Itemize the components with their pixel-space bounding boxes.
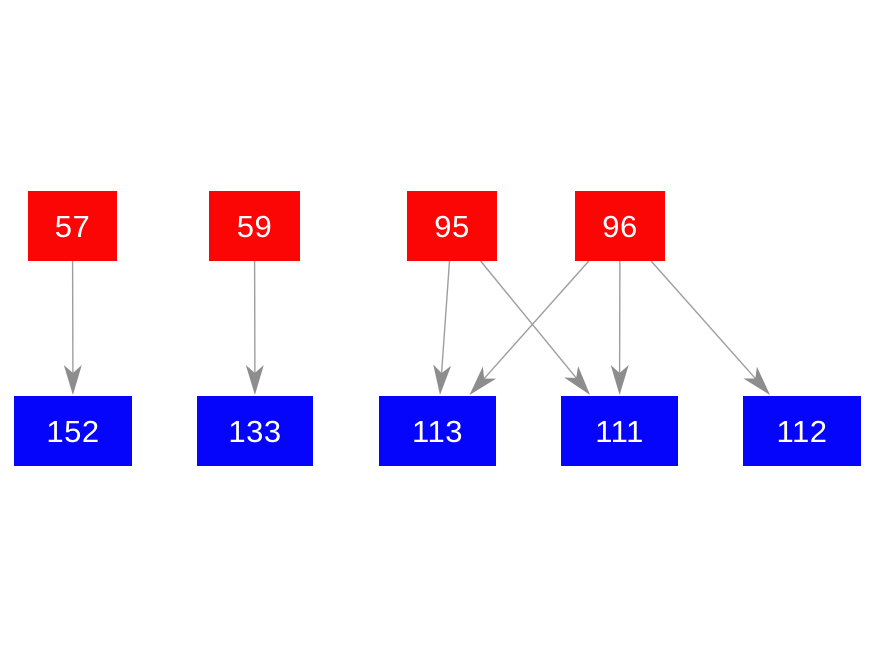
node-133: 133: [197, 396, 313, 466]
node-label: 57: [54, 208, 91, 244]
edge-95-to-113: [440, 260, 451, 375]
node-label: 113: [412, 413, 463, 449]
arrowhead-59-to-133: [245, 365, 264, 395]
node-label: 152: [46, 413, 100, 449]
node-label: 133: [228, 413, 282, 449]
node-57: 57: [28, 191, 117, 261]
arrowhead-96-to-113: [469, 366, 497, 395]
arrowhead-57-to-152: [63, 365, 82, 395]
node-112: 112: [743, 396, 861, 466]
node-59: 59: [209, 191, 300, 261]
node-label: 59: [236, 208, 273, 244]
node-111: 111: [561, 396, 678, 466]
edge-96-to-112: [650, 260, 757, 380]
edge-95-to-111: [480, 260, 578, 380]
node-96: 96: [575, 191, 665, 261]
arrowhead-95-to-113: [433, 364, 452, 395]
arrowhead-96-to-111: [610, 365, 629, 395]
node-label: 112: [776, 413, 828, 449]
node-95: 95: [407, 191, 497, 261]
node-label: 95: [434, 208, 470, 244]
edge-96-to-113: [482, 260, 590, 380]
node-152: 152: [14, 396, 132, 466]
node-113: 113: [379, 396, 496, 466]
arrowhead-96-to-112: [743, 366, 770, 395]
node-label: 111: [595, 413, 644, 449]
arrowhead-95-to-111: [564, 366, 591, 395]
node-label: 96: [602, 208, 638, 244]
